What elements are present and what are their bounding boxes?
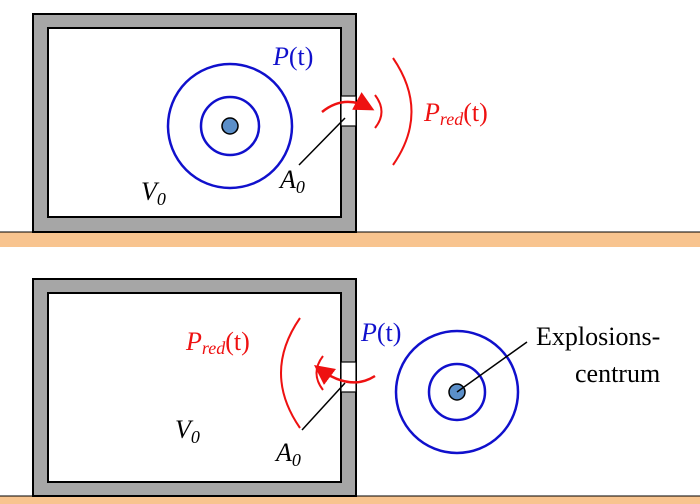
vent-opening-bottom bbox=[340, 361, 357, 393]
label-vent-area-top: A0 bbox=[278, 165, 305, 197]
label-volume-bottom: V0 bbox=[175, 415, 200, 447]
reduced-wave-inner-top bbox=[374, 94, 383, 129]
reduced-wave-outer-top bbox=[392, 57, 413, 166]
label-pressure-bottom: P(t) bbox=[360, 318, 401, 347]
vent-opening-top bbox=[340, 95, 357, 127]
vent-leader-line-top bbox=[298, 117, 346, 166]
label-vent-area-bottom: A0 bbox=[274, 438, 301, 470]
vent-flow-arrow-top bbox=[321, 92, 375, 113]
label-pressure-top: P(t) bbox=[272, 42, 313, 71]
vessel-walls-bottom bbox=[32, 278, 357, 497]
ground-strip-top bbox=[0, 232, 700, 247]
label-volume-top: V0 bbox=[141, 177, 166, 209]
label-reduced-pressure-top: Pred(t) bbox=[423, 98, 488, 129]
reduced-wave-inner-bottom bbox=[315, 355, 324, 391]
label-reduced-pressure-bottom: Pred(t) bbox=[185, 327, 250, 358]
reduced-wave-outer-bottom bbox=[280, 317, 301, 429]
ground-strip-bottom bbox=[0, 496, 700, 504]
center-leader-line bbox=[456, 341, 528, 393]
panel-bottom: Pred(t) P(t) A0 V0 Explosions- centrum bbox=[0, 278, 700, 504]
vessel-walls-top bbox=[32, 13, 357, 233]
pressure-wave-inner-top bbox=[199, 95, 261, 157]
pressure-wave-outer-bottom bbox=[394, 329, 520, 455]
label-explosion-center-line2: centrum bbox=[575, 359, 660, 388]
vent-flow-arrow-bottom bbox=[313, 365, 376, 385]
label-explosion-center-line1: Explosions- bbox=[536, 322, 660, 351]
explosion-center-top bbox=[221, 117, 239, 135]
vent-leader-line-bottom bbox=[301, 382, 346, 431]
pressure-wave-inner-bottom bbox=[427, 362, 487, 422]
panel-top: P(t) Pred(t) A0 V0 bbox=[0, 13, 700, 247]
pressure-wave-outer-top bbox=[166, 62, 294, 190]
